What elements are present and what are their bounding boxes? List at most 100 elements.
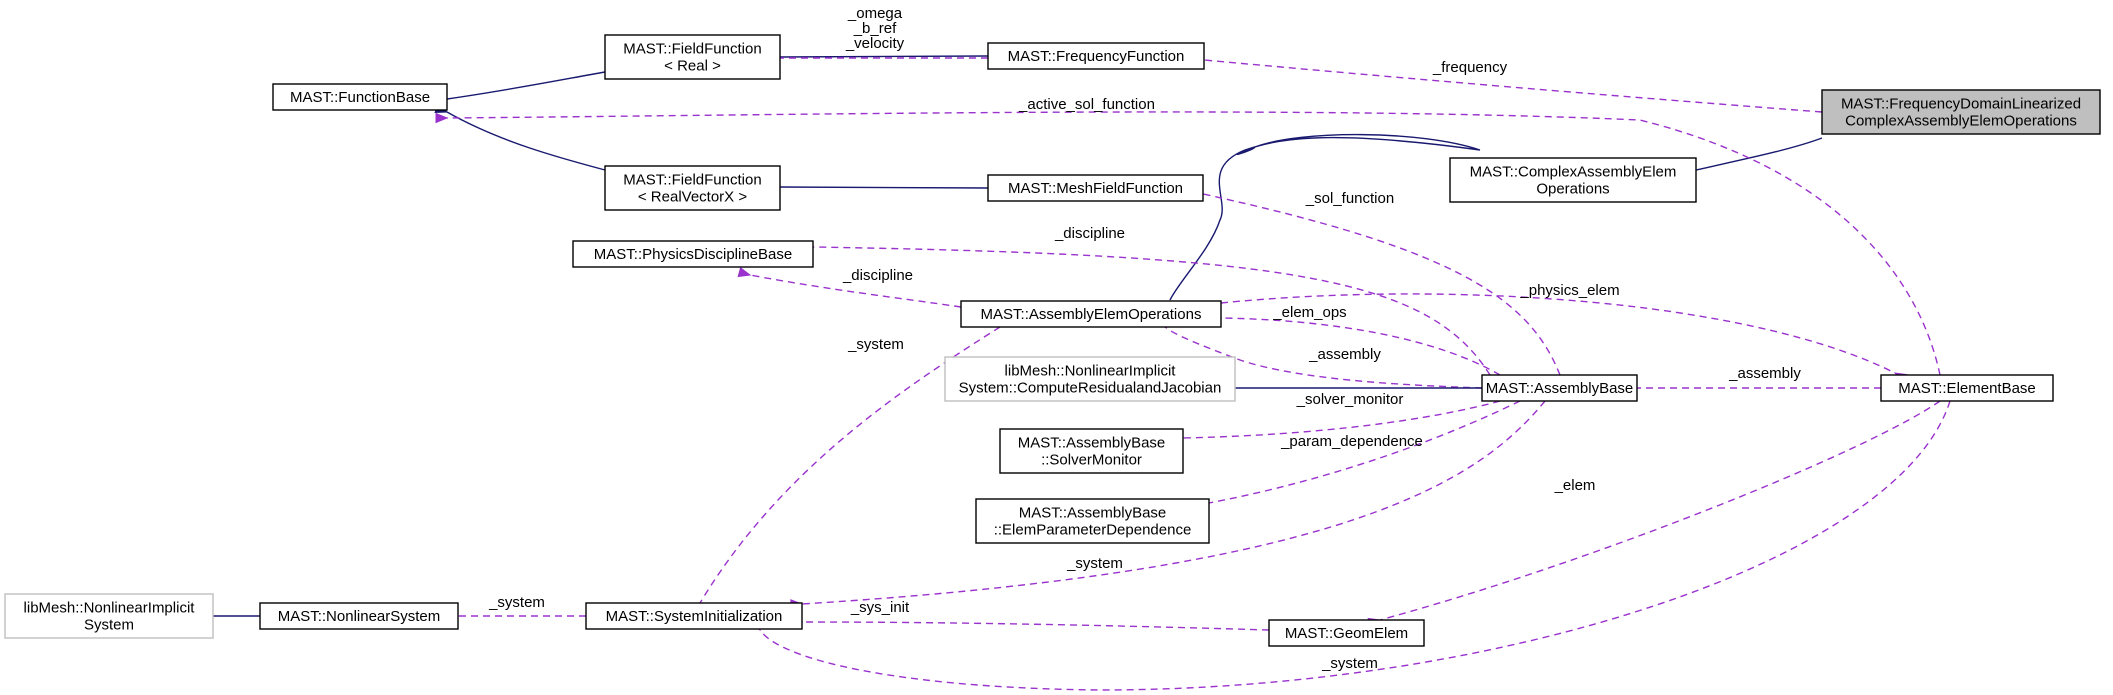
class-node-label: MAST::FrequencyDomainLinearized (1841, 96, 2081, 113)
class-node-box (1880, 374, 2054, 402)
edge-e_nonlinear_sysinit: _system (446, 594, 586, 622)
edge-e_physics_assembly: _discipline (801, 225, 1491, 376)
edge-e_sysinit_geomelem: _sys_init (790, 599, 1270, 631)
class-node-label: libMesh::NonlinearImplicit (24, 600, 196, 617)
usage-arrow (1202, 193, 1561, 376)
class-node-label: libMesh::NonlinearImplicit (1005, 363, 1177, 380)
edge-label: _physics_elem (1519, 282, 1619, 299)
edge-e_assembly_elementbase: _assembly (1625, 365, 1881, 394)
edge-label: _elem_ops (1272, 304, 1346, 321)
class-node-functionbase[interactable]: MAST::FunctionBase (272, 83, 448, 111)
inheritance-arrow (1695, 137, 1823, 171)
class-node-label: Operations (1536, 181, 1609, 198)
edge-e_functionbase_elementbase: _active_sol_function (435, 96, 1941, 376)
class-node-freqdomain[interactable]: MAST::FrequencyDomainLinearizedComplexAs… (1821, 89, 2101, 135)
edge-e_physics_assemblyelemops: _discipline (737, 266, 962, 308)
usage-arrow (749, 274, 962, 308)
class-node-label: MAST::GeomElem (1285, 625, 1408, 642)
class-node-meshfieldfunction[interactable]: MAST::MeshFieldFunction (987, 174, 1204, 202)
edge-e_complex_freqdomain (1683, 137, 1823, 179)
class-node-fieldfunction_real[interactable]: MAST::FieldFunction< Real > (604, 34, 781, 80)
class-node-elemparamdep[interactable]: MAST::AssemblyBase::ElemParameterDepende… (975, 498, 1210, 544)
class-node-label: MAST::FunctionBase (290, 89, 430, 106)
class-node-label: MAST::PhysicsDisciplineBase (594, 246, 792, 263)
usage-arrow (1182, 400, 1501, 439)
class-node-fieldfunction_vec[interactable]: MAST::FieldFunction< RealVectorX > (604, 165, 781, 211)
usage-arrow (801, 400, 1546, 605)
edge-label: _discipline (1054, 225, 1125, 242)
class-node-elementbase[interactable]: MAST::ElementBase (1880, 374, 2054, 402)
class-node-box (272, 83, 448, 111)
class-node-box (1821, 89, 2101, 135)
arrowhead (435, 112, 449, 124)
edge-label: _velocity (845, 35, 905, 52)
inheritance-arrow (446, 111, 606, 171)
class-node-label: MAST::ComplexAssemblyElem (1470, 164, 1677, 181)
class-node-geomelem[interactable]: MAST::GeomElem (1268, 619, 1425, 647)
edge-label: _system (1321, 655, 1378, 672)
edges-layer: _frequency _omega_b_ref_velocity _active_s… (201, 5, 1951, 691)
usage-arrow (1164, 326, 1483, 389)
arrowhead (737, 266, 752, 278)
edge-e_functionbase_fieldreal (434, 71, 606, 106)
class-node-label: MAST::AssemblyBase (1019, 505, 1167, 522)
edge-e_fieldreal_freqfunc_use: _omega_b_ref_velocity (768, 5, 988, 64)
class-node-physicsdiscipline[interactable]: MAST::PhysicsDisciplineBase (572, 240, 814, 268)
edge-label: _system (847, 336, 904, 353)
class-node-box (259, 602, 459, 630)
class-node-box (604, 34, 781, 80)
inheritance-arrow (446, 71, 606, 100)
edge-label: _frequency (1432, 59, 1508, 76)
class-node-solvermonitor[interactable]: MAST::AssemblyBase::SolverMonitor (999, 428, 1184, 474)
edge-label: _b_ref (853, 20, 897, 37)
edge-label: _discipline (842, 267, 913, 284)
class-node-box (960, 300, 1222, 328)
class-node-nonlinearsystem[interactable]: MAST::NonlinearSystem (259, 602, 459, 630)
class-node-label: < RealVectorX > (638, 189, 747, 206)
edge-label: _system (1066, 555, 1123, 572)
edge-e_geomelem_elementbase: _elem (1367, 400, 1941, 629)
class-node-box (987, 42, 1205, 70)
usage-arrow (812, 246, 1491, 376)
class-node-box (999, 428, 1184, 474)
class-node-box (1268, 619, 1425, 647)
class-node-assemblybase[interactable]: MAST::AssemblyBase (1481, 374, 1638, 402)
class-node-libmesh_compute[interactable]: libMesh::NonlinearImplicitSystem::Comput… (944, 356, 1236, 402)
class-node-box (4, 593, 214, 639)
edge-label: _active_sol_function (1018, 96, 1155, 113)
class-node-label: MAST::AssemblyElemOperations (981, 306, 1202, 323)
edge-label: _elem (1554, 477, 1596, 494)
usage-arrow (1208, 400, 1521, 504)
usage-arrow (1203, 59, 1823, 113)
class-node-box (572, 240, 814, 268)
edge-label: _system (488, 594, 545, 611)
class-node-frequencyfunction[interactable]: MAST::FrequencyFunction (987, 42, 1205, 70)
class-node-label: ComplexAssemblyElemOperations (1845, 113, 2077, 130)
class-node-systeminit[interactable]: MAST::SystemInitialization (585, 602, 803, 630)
class-node-box (1481, 374, 1638, 402)
edge-e_functionbase_fieldvec (434, 103, 606, 171)
class-node-label: MAST::AssemblyBase (1486, 380, 1634, 397)
class-node-label: MAST::FrequencyFunction (1008, 48, 1185, 65)
inheritance-arrow (779, 55, 989, 58)
class-node-complexassembly[interactable]: MAST::ComplexAssemblyElemOperations (1449, 157, 1697, 203)
inheritance-arrow (779, 186, 989, 189)
edge-label: _sys_init (850, 599, 910, 616)
class-node-box (604, 165, 781, 211)
class-node-box (987, 174, 1204, 202)
edge-e_elementbase_assemblyelemops: _physics_elem (1220, 282, 1908, 384)
class-node-label: System::ComputeResidualandJacobian (959, 380, 1222, 397)
usage-arrow (1220, 317, 1501, 376)
edge-e_assemblyelemops_complex (1156, 133, 1481, 315)
class-node-label: < Real > (664, 58, 721, 75)
class-node-label: ::SolverMonitor (1041, 452, 1142, 469)
edge-label: _assembly (1308, 346, 1381, 363)
class-node-assemblyelemops[interactable]: MAST::AssemblyElemOperations (960, 300, 1222, 328)
class-node-label: MAST::MeshFieldFunction (1008, 180, 1183, 197)
edge-e_paramdep_assembly: _param_dependence (1196, 400, 1521, 511)
class-node-box (944, 356, 1236, 402)
usage-arrow (801, 621, 1270, 631)
edge-label: _assembly (1728, 365, 1801, 382)
